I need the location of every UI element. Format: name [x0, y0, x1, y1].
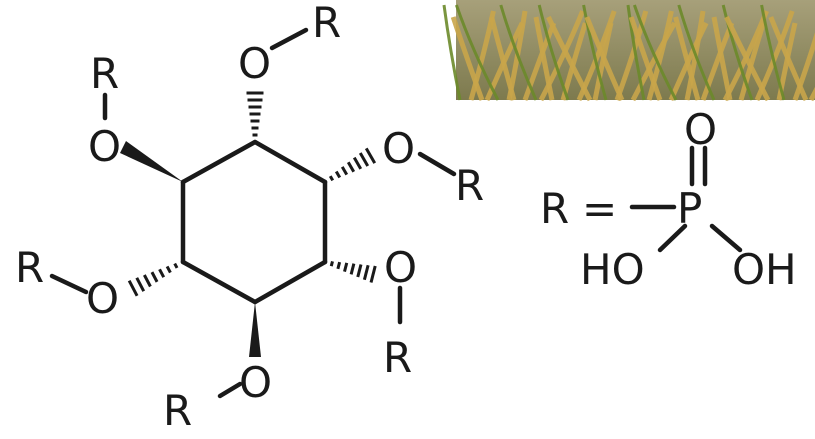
- atom-ho-left: HO: [580, 245, 645, 294]
- atom-o-upper-left: O: [88, 122, 121, 171]
- atom-o-bottom: O: [239, 358, 272, 407]
- rice-stalk: [711, 16, 733, 101]
- hash-stroke: [336, 261, 342, 270]
- atom-o-lower-right: O: [384, 243, 417, 292]
- rice-plant-photo: [442, 0, 815, 102]
- atom-oh-right: OH: [732, 245, 797, 294]
- rice-stalk: [546, 15, 593, 102]
- hash-stroke: [349, 263, 356, 275]
- rice-stalk: [454, 4, 500, 101]
- bond-p-oh-right: [709, 223, 743, 253]
- rice-stalk: [677, 4, 716, 101]
- hash-stroke: [328, 175, 335, 182]
- rice-stalk: [484, 21, 525, 102]
- definition-equals-sign: =: [582, 184, 617, 233]
- bond-upper-right-o-r: [417, 151, 457, 177]
- hash-stroke: [358, 152, 370, 167]
- hash-stroke: [340, 166, 349, 176]
- hashed-bond-top: [246, 91, 264, 137]
- hash-stroke: [343, 262, 349, 272]
- hashed-bond-upper-right: [328, 147, 377, 182]
- hash-stroke: [356, 264, 363, 278]
- rice-stalk: [537, 4, 570, 101]
- rice-stalk: [584, 16, 625, 102]
- rice-stalk: [760, 4, 786, 101]
- rice-stalk: [582, 4, 608, 101]
- bond-bottom-o-r: [217, 381, 243, 399]
- atom-o-top: O: [238, 39, 271, 88]
- hash-stroke: [369, 265, 377, 283]
- rice-stalk: [630, 21, 677, 102]
- rice-stalk: [533, 16, 555, 101]
- bond-p-oh-left: [657, 223, 688, 253]
- rice-stalk: [646, 10, 674, 101]
- rice-stalk: [628, 16, 663, 101]
- definition-r-label: R: [540, 184, 569, 233]
- rice-stalk: [738, 22, 766, 101]
- rice-stalk: [450, 16, 485, 101]
- hash-stroke: [346, 161, 356, 173]
- rice-stalk: [721, 4, 754, 101]
- hash-stroke: [165, 265, 172, 274]
- hashed-bond-lower-right: [329, 260, 377, 283]
- rice-stalk: [668, 21, 709, 102]
- atom-r-left: R: [15, 243, 44, 292]
- rice-stalk: [792, 32, 815, 101]
- hash-stroke: [352, 156, 363, 170]
- atom-o-double: O: [684, 105, 717, 154]
- hash-stroke: [143, 274, 152, 288]
- hashed-bond-lower-left: [127, 262, 179, 297]
- hash-stroke: [362, 264, 370, 281]
- hash-stroke: [158, 268, 166, 278]
- hash-stroke: [364, 147, 377, 164]
- atom-o-left: O: [86, 274, 119, 323]
- hash-stroke: [173, 262, 179, 269]
- atom-r-upper-right: R: [455, 161, 484, 210]
- atom-r-bottom: R: [163, 386, 192, 435]
- rice-stalk: [724, 15, 771, 102]
- atom-o-upper-right: O: [382, 124, 415, 173]
- hash-stroke: [127, 280, 139, 297]
- hash-stroke: [135, 277, 146, 292]
- rice-stalk: [442, 4, 462, 101]
- phosphate-definition: R = P O HO OH: [540, 105, 797, 294]
- atom-r-lower-right: R: [383, 333, 412, 382]
- rice-stalk: [489, 16, 517, 101]
- hash-stroke: [329, 260, 334, 267]
- atom-r-upper-left: R: [90, 49, 119, 98]
- hash-stroke: [150, 271, 159, 283]
- wedge-bond-bottom: [249, 302, 261, 357]
- hash-stroke: [334, 170, 342, 179]
- atom-p: P: [677, 184, 702, 233]
- rice-stalk: [768, 16, 809, 102]
- bond-top-o-r: [269, 27, 309, 51]
- rice-stalk: [632, 4, 678, 101]
- rice-stalk: [614, 10, 649, 101]
- atom-r-top: R: [312, 0, 341, 47]
- wedge-bond-upper-left: [120, 141, 183, 182]
- cyclohexane-ring: [180, 139, 328, 305]
- bond-left-o-r: [49, 273, 89, 295]
- rice-stalk: [673, 16, 701, 101]
- rice-stalk: [499, 4, 538, 101]
- rice-stalk: [626, 4, 646, 101]
